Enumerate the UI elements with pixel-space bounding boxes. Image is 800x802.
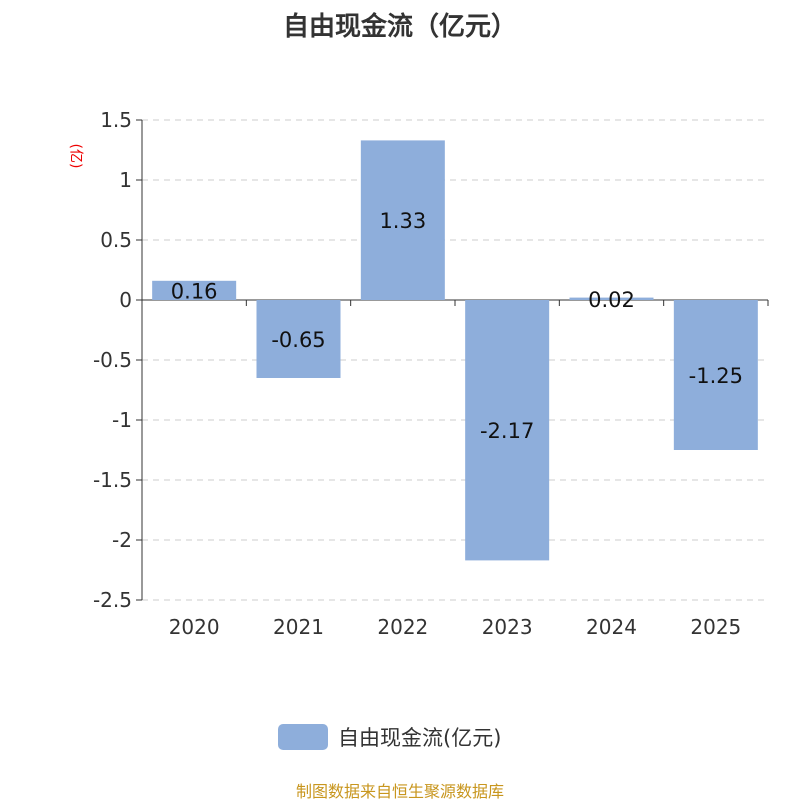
data-label: -1.25 — [689, 364, 743, 388]
x-tick-label: 2021 — [273, 615, 324, 639]
chart-title: 自由现金流（亿元） — [282, 12, 517, 42]
x-tick-label: 2023 — [482, 615, 533, 639]
legend-swatch — [278, 724, 328, 750]
x-tick-label: 2024 — [586, 615, 637, 639]
y-tick-label: -1 — [112, 408, 132, 432]
x-tick-label: 2020 — [169, 615, 220, 639]
data-label: -0.65 — [271, 328, 325, 352]
bar — [256, 300, 341, 378]
y-tick-label: 0 — [119, 288, 132, 312]
legend-label: 自由现金流(亿元) — [338, 726, 502, 750]
y-tick-label: 1.5 — [100, 108, 132, 132]
y-tick-label: -2.5 — [93, 588, 132, 612]
data-label: 0.16 — [171, 279, 218, 303]
bar — [152, 280, 237, 300]
data-label: 0.02 — [588, 288, 635, 312]
data-label: -2.17 — [480, 419, 534, 443]
y-tick-label: 0.5 — [100, 228, 132, 252]
bar — [569, 297, 654, 300]
bar — [465, 300, 550, 561]
bar — [673, 300, 758, 450]
data-label: 1.33 — [379, 209, 426, 233]
y-tick-label: -2 — [112, 528, 132, 552]
legend[interactable]: 自由现金流(亿元) — [278, 722, 501, 752]
source-footer: 制图数据来自恒生聚源数据库 — [295, 782, 504, 801]
y-tick-label: -0.5 — [93, 348, 132, 372]
y-tick-label: 1 — [119, 168, 132, 192]
y-tick-label: -1.5 — [93, 468, 132, 492]
bar — [360, 140, 445, 300]
x-tick-label: 2025 — [690, 615, 741, 639]
x-tick-label: 2022 — [377, 615, 428, 639]
